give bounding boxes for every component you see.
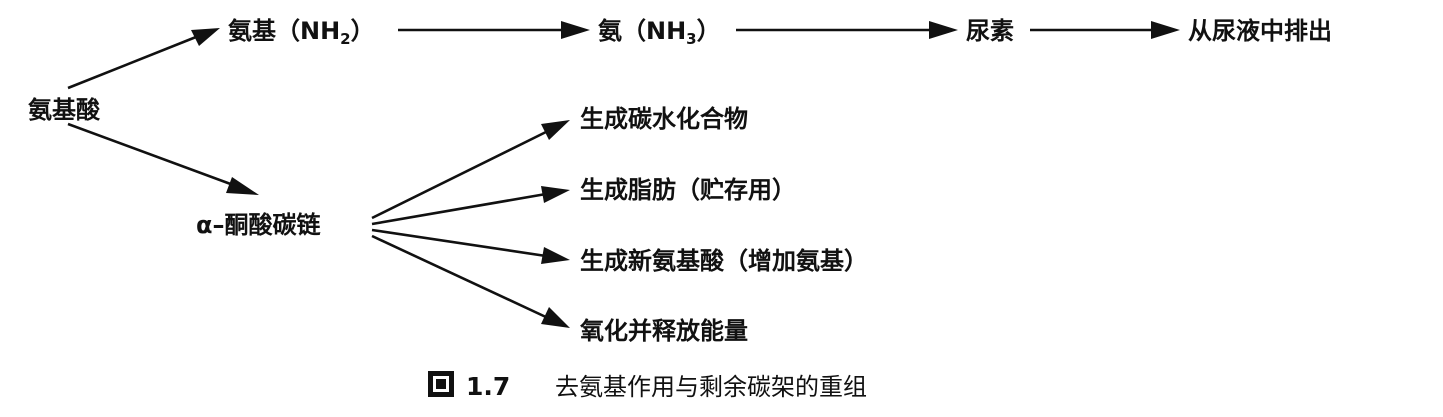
ammonia-label: 氨（NH xyxy=(598,17,686,45)
node-oxidize: 氧化并释放能量 xyxy=(580,317,748,345)
arrow-aminoacid-to-aminogroup xyxy=(67,28,220,90)
arrow-ammonia-to-urea xyxy=(736,21,958,39)
caption-number: 1.7 xyxy=(466,372,510,401)
ammonia-subscript: 3 xyxy=(686,30,696,48)
node-ammonia: 氨（NH3） xyxy=(598,17,721,48)
ammonia-close: ） xyxy=(697,17,721,45)
arrow-aminoacid-to-ketoacid xyxy=(67,122,259,195)
arrow-aminogroup-to-ammonia xyxy=(398,21,590,39)
amino-group-close: ） xyxy=(351,17,375,45)
node-excreted: 从尿液中排出 xyxy=(1188,17,1332,45)
node-new-amino-acid: 生成新氨基酸（增加氨基） xyxy=(580,247,868,275)
node-keto-acid: α–酮酸碳链 xyxy=(196,211,321,239)
arrows xyxy=(67,21,1180,328)
caption-text: 去氨基作用与剩余碳架的重组 xyxy=(555,373,867,401)
node-fat: 生成脂肪（贮存用） xyxy=(580,176,796,204)
node-urea: 尿素 xyxy=(966,17,1014,45)
amino-group-subscript: 2 xyxy=(340,30,350,48)
arrow-ketoacid-to-fat xyxy=(371,186,570,226)
node-amino-group: 氨基（NH2） xyxy=(228,17,375,48)
node-carbohydrate: 生成碳水化合物 xyxy=(580,105,748,133)
figure-icon xyxy=(428,371,454,397)
arrow-ketoacid-to-oxidize xyxy=(371,234,570,328)
nodes: 氨基酸 氨基（NH2） 氨（NH3） 尿素 从尿液中排出 α–酮酸碳链 生成碳水… xyxy=(28,17,1332,345)
amino-group-label: 氨基（NH xyxy=(228,17,340,45)
arrow-ketoacid-to-carbohydrate xyxy=(371,120,570,220)
arrow-urea-to-excreted xyxy=(1030,21,1180,39)
node-amino-acid: 氨基酸 xyxy=(28,96,101,124)
arrow-ketoacid-to-newaminoacid xyxy=(371,228,570,264)
figure-caption: 1.7 去氨基作用与剩余碳架的重组 xyxy=(428,371,867,401)
